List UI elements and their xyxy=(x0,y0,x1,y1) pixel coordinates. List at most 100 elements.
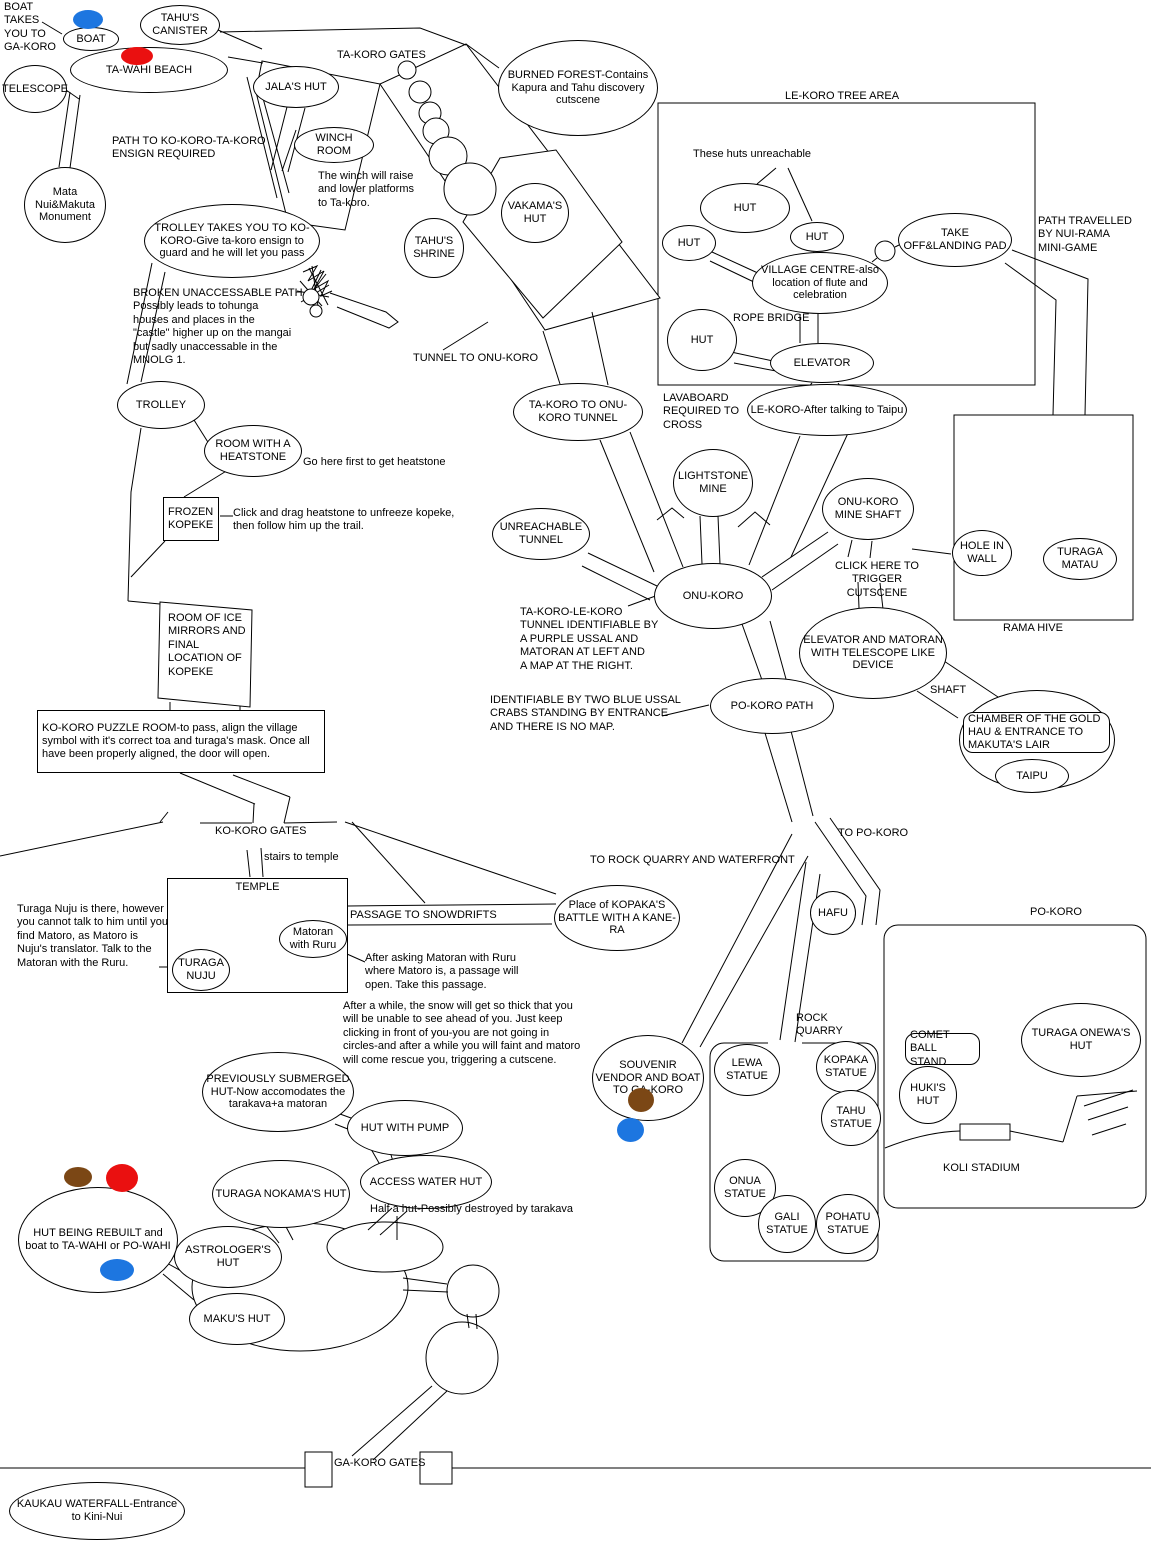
label-passage-snow: PASSAGE TO SNOWDRIFTS xyxy=(350,909,497,921)
node-turaga-onewa: TURAGA ONEWA'S HUT xyxy=(1021,1003,1141,1077)
label-winch-info: The winch will raise and lower platforms… xyxy=(318,170,414,209)
label-path-travelled: PATH TRAVELLED BY NUI-RAMA MINI-GAME xyxy=(1038,215,1132,254)
red-beach-dot xyxy=(121,47,153,65)
node-turaga-matau: TURAGA MATAU xyxy=(1043,538,1117,580)
label-after-asking: After asking Matoran with Ruru where Mat… xyxy=(365,952,519,991)
quarry-entrance-gap xyxy=(768,1037,802,1049)
node-telescope: TELESCOPE xyxy=(2,65,68,113)
label-boat-takes: BOAT TAKES YOU TO GA-KORO xyxy=(4,1,56,54)
node-unreachable-tunnel: UNREACHABLE TUNNEL xyxy=(492,508,590,560)
node-hut-with-pump: HUT WITH PUMP xyxy=(347,1100,463,1156)
node-matoran-ruru: Matoran with Ruru xyxy=(279,920,347,958)
brown-souvenir-dot xyxy=(628,1088,654,1112)
label-go-here: Go here first to get heatstone xyxy=(303,456,446,468)
node-takeoff-pad: TAKE OFF&LANDING PAD xyxy=(898,213,1012,267)
node-village-centre: VILLAGE CENTRE-also location of flute an… xyxy=(752,252,888,314)
node-po-koro-path: PO-KORO PATH xyxy=(710,678,834,734)
label-nuju-info: Turaga Nuju is there, however you cannot… xyxy=(17,903,169,969)
node-hafu: HAFU xyxy=(810,891,856,935)
node-lekoro-after: LE-KORO-After talking to Taipu xyxy=(747,384,907,436)
node-tahus-shrine: TAHU'S SHRINE xyxy=(404,218,464,278)
blue-ga-koro-dot xyxy=(100,1259,134,1281)
label-rama-hive: RAMA HIVE xyxy=(1003,622,1063,634)
le-koro-walkway-circle xyxy=(874,240,896,262)
label-shaft: SHAFT xyxy=(930,684,967,696)
node-comet-ball-stand: COMET BALL STAND xyxy=(905,1029,980,1068)
label-lavaboard: LAVABOARD REQUIRED TO CROSS xyxy=(663,392,739,431)
node-astrologers-hut: ASTROLOGER'S HUT xyxy=(174,1226,282,1288)
node-pohatu-statue: POHATU STATUE xyxy=(816,1194,880,1254)
label-ussal-id: IDENTIFIABLE BY TWO BLUE USSAL CRABS STA… xyxy=(490,694,681,733)
node-winch-room: WINCH ROOM xyxy=(294,127,374,163)
label-po-koro: PO-KORO xyxy=(1030,906,1082,918)
node-jalas-hut: JALA'S HUT xyxy=(253,66,339,108)
node-burned-forest: BURNED FOREST-Contains Kapura and Tahu d… xyxy=(498,40,658,136)
node-tahu-statue: TAHU STATUE xyxy=(821,1090,881,1146)
label-tunnel-onu: TUNNEL TO ONU-KORO xyxy=(413,352,539,364)
red-ga-koro-dot xyxy=(106,1164,138,1192)
node-hut-d: HUT xyxy=(667,309,737,371)
blue-souvenir-dot xyxy=(617,1118,644,1142)
node-kopaka-battle: Place of KOPAKA'S BATTLE WITH A KANE-RA xyxy=(554,885,680,951)
node-kaukau-waterfall: KAUKAU WATERFALL-Entrance to Kini-Nui xyxy=(9,1482,185,1540)
node-trolley: TROLLEY xyxy=(117,381,205,429)
node-lightstone-mine: LIGHTSTONE MINE xyxy=(673,449,753,517)
label-koli-stadium: KOLI STADIUM xyxy=(943,1162,1020,1174)
node-room-heatstone: ROOM WITH A HEATSTONE xyxy=(204,425,302,477)
label-half-hut: Half a hut-Possibly destroyed by tarakav… xyxy=(370,1203,573,1215)
node-taipu: TAIPU xyxy=(995,759,1069,793)
node-monument: Mata Nui&Makuta Monument xyxy=(24,167,106,243)
node-prev-submerged: PREVIOUSLY SUBMERGED HUT-Now accomodates… xyxy=(202,1052,354,1132)
node-hukis-hut: HUKI'S HUT xyxy=(899,1066,957,1124)
ice-mirrors-room-shape xyxy=(157,601,253,708)
label-rope-bridge: ROPE BRIDGE xyxy=(733,312,810,324)
label-tunnel-id: TA-KORO-LE-KORO TUNNEL IDENTIFIABLE BY A… xyxy=(520,606,659,672)
node-gali-statue: GALI STATUE xyxy=(758,1195,816,1253)
label-ta-koro-gates: TA-KORO GATES xyxy=(337,49,426,61)
rama-hive-box xyxy=(953,414,1134,621)
brown-ga-koro-dot xyxy=(64,1167,92,1187)
label-these-huts: These huts unreachable xyxy=(693,148,812,160)
node-hut-b: HUT xyxy=(662,225,716,261)
node-hut-c: HUT xyxy=(790,222,844,252)
node-makus-hut: MAKU'S HUT xyxy=(189,1293,285,1345)
node-hut-rebuilt: HUT BEING REBUILT and boat to TA-WAHI or… xyxy=(18,1187,178,1293)
node-tahus-canister: TAHU'S CANISTER xyxy=(140,5,220,45)
label-stairs-temple: stairs to temple xyxy=(264,851,339,863)
node-frozen-kopeke: FROZEN KOPEKE xyxy=(163,497,219,541)
koli-stadium-drawing xyxy=(884,1089,1138,1149)
node-turaga-nokama: TURAGA NOKAMA'S HUT xyxy=(212,1160,350,1228)
node-turaga-nuju: TURAGA NUJU xyxy=(172,949,230,991)
label-ko-koro-gates: KO-KORO GATES xyxy=(215,825,307,837)
node-hole-in-wall: HOLE IN WALL xyxy=(952,530,1012,576)
quarry-road-a xyxy=(779,861,807,1041)
label-to-po-koro: TO PO-KORO xyxy=(838,827,909,839)
node-elevator-matoran: ELEVATOR AND MATORAN WITH TELESCOPE LIKE… xyxy=(799,607,947,699)
node-elevator: ELEVATOR xyxy=(770,343,874,383)
node-boat: BOAT xyxy=(63,27,119,51)
label-to-rock-quarry: TO ROCK QUARRY AND WATERFRONT xyxy=(590,854,795,866)
label-lekoro-area: LE-KORO TREE AREA xyxy=(785,90,900,102)
po-koro-boundary xyxy=(883,924,1147,1209)
blue-boat-dot xyxy=(73,10,103,29)
label-after-while: After a while, the snow will get so thic… xyxy=(343,1000,581,1066)
ga-koro-gate-posts xyxy=(304,1451,453,1488)
label-path-ensign: PATH TO KO-KORO-TA-KORO ENSIGN REQUIRED xyxy=(112,135,266,161)
node-onu-koro: ONU-KORO xyxy=(654,563,772,629)
label-rock-quarry: ROCK QUARRY xyxy=(796,1012,843,1038)
node-ta-koro-onu-tunnel: TA-KORO TO ONU-KORO TUNNEL xyxy=(513,383,643,441)
lava-platforms xyxy=(397,60,497,216)
node-puzzle-room: KO-KORO PUZZLE ROOM-to pass, align the v… xyxy=(37,710,325,773)
node-mine-shaft: ONU-KORO MINE SHAFT xyxy=(822,478,914,540)
node-chamber: CHAMBER OF THE GOLD HAU & ENTRANCE TO MA… xyxy=(963,712,1110,753)
node-lewa-statue: LEWA STATUE xyxy=(714,1044,780,1096)
label-click-trigger: CLICK HERE TO TRIGGER CUTSCENE xyxy=(835,560,919,599)
label-ga-koro-gates: GA-KORO GATES xyxy=(334,1457,426,1469)
label-broken-path: BROKEN UNACCESSABLE PATH Possibly leads … xyxy=(133,287,303,367)
node-access-water-hut: ACCESS WATER HUT xyxy=(360,1155,492,1209)
label-click-drag: Click and drag heatstone to unfreeze kop… xyxy=(233,507,455,533)
label-ice-room: ROOM OF ICE MIRRORS AND FINAL LOCATION O… xyxy=(168,612,246,678)
node-trolley-gate: TROLLEY TAKES YOU TO KO-KORO-Give ta-kor… xyxy=(144,204,320,278)
node-kopaka-statue: KOPAKA STATUE xyxy=(816,1041,876,1093)
